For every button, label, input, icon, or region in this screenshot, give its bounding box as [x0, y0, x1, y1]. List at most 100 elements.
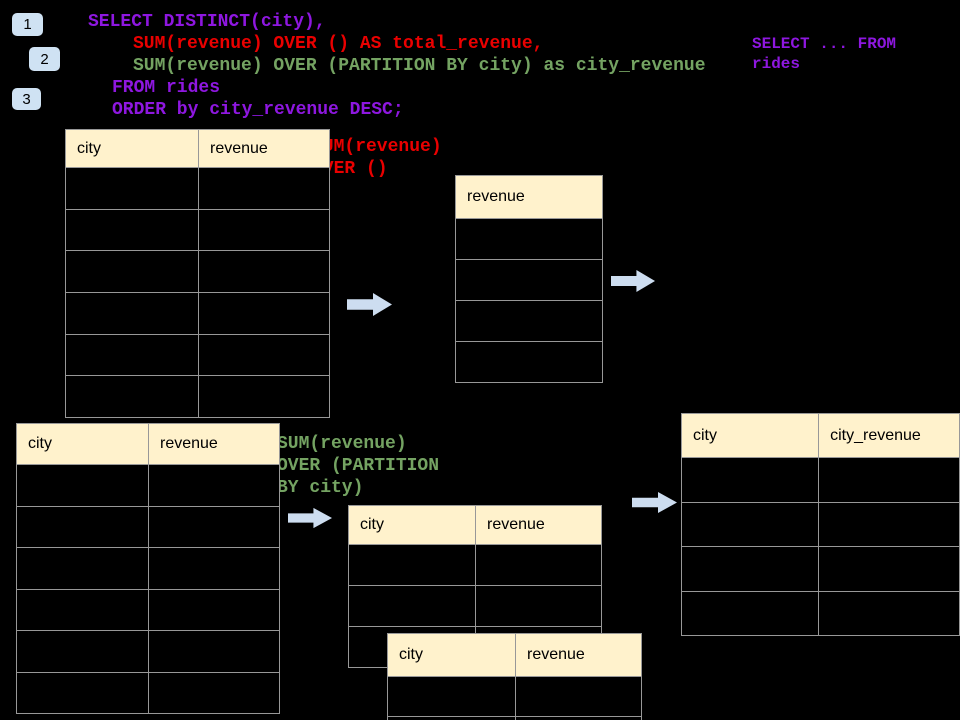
- table-header-row: revenue: [455, 175, 603, 219]
- empty-cell: [680, 501, 820, 547]
- sql-code-line-select: SELECT DISTINCT(city),: [88, 12, 326, 32]
- step-badge-1: 1: [12, 13, 43, 36]
- empty-cell: [475, 585, 602, 627]
- empty-cell: [65, 167, 199, 210]
- column-header: revenue: [475, 505, 602, 545]
- table-row: [455, 341, 603, 383]
- column-header: city: [16, 423, 149, 465]
- table-row: [65, 375, 330, 419]
- flow-arrow-3-icon: [288, 507, 333, 529]
- empty-cell: [198, 333, 330, 377]
- sql-code-line-partition: SUM(revenue) OVER (PARTITION BY city) as…: [133, 56, 706, 76]
- column-header: revenue: [515, 633, 642, 677]
- empty-cell: [387, 716, 516, 720]
- empty-cell: [515, 676, 642, 717]
- table-row: [16, 505, 280, 548]
- from-rides-note: SELECT ... FROM rides: [752, 35, 897, 73]
- column-header: revenue: [148, 423, 280, 465]
- table-row: [65, 292, 330, 335]
- table-row: [65, 250, 330, 294]
- sql-code-line-order-by: ORDER by city_revenue DESC;: [112, 100, 404, 120]
- empty-cell: [16, 464, 149, 507]
- empty-cell: [475, 544, 602, 586]
- table-row: [680, 457, 960, 503]
- step-badge-2: 2: [29, 47, 60, 71]
- empty-cell: [65, 292, 199, 335]
- empty-cell: [515, 716, 642, 720]
- empty-cell: [148, 464, 280, 507]
- empty-cell: [198, 375, 330, 419]
- step-badge-3: 3: [12, 88, 41, 110]
- sql-code-line-total-revenue: SUM(revenue) OVER () AS total_revenue,: [133, 34, 544, 54]
- table-row: [65, 208, 330, 252]
- empty-cell: [455, 259, 603, 301]
- empty-cell: [455, 218, 603, 260]
- table-row: [348, 585, 602, 627]
- table-row: [455, 300, 603, 342]
- empty-cell: [148, 671, 280, 714]
- sql-code-line-from: FROM rides: [112, 78, 221, 98]
- table-row: [455, 218, 603, 260]
- column-header: city: [65, 129, 199, 168]
- flow-arrow-1-icon: [347, 293, 392, 316]
- empty-cell: [818, 457, 960, 503]
- empty-cell: [348, 544, 476, 586]
- empty-cell: [680, 546, 820, 592]
- total-revenue-label: SUM(revenue) OVER (): [312, 137, 442, 179]
- table-row: [16, 588, 280, 631]
- empty-cell: [16, 588, 149, 631]
- table-total-revenue-result: revenue: [455, 175, 603, 383]
- table-row: [16, 464, 280, 507]
- column-header: city_revenue: [818, 413, 960, 458]
- empty-cell: [198, 167, 330, 210]
- empty-cell: [198, 208, 330, 252]
- table-row: [387, 676, 642, 717]
- table-row: [16, 630, 280, 673]
- empty-cell: [455, 300, 603, 342]
- empty-cell: [348, 585, 476, 627]
- empty-cell: [818, 501, 960, 547]
- empty-cell: [148, 547, 280, 590]
- empty-cell: [198, 292, 330, 335]
- empty-cell: [680, 457, 820, 503]
- empty-cell: [65, 375, 199, 419]
- empty-cell: [818, 590, 960, 636]
- empty-cell: [16, 630, 149, 673]
- flow-arrow-2-icon: [611, 270, 656, 292]
- empty-cell: [148, 505, 280, 548]
- column-header: city: [348, 505, 476, 545]
- empty-cell: [16, 671, 149, 714]
- table-row: [680, 501, 960, 547]
- empty-cell: [65, 333, 199, 377]
- partition-by-label: SUM(revenue) OVER (PARTITION BY city): [277, 434, 440, 498]
- flow-arrow-4-icon: [632, 491, 677, 514]
- column-header: city: [680, 413, 820, 458]
- column-header: city: [387, 633, 516, 677]
- column-header: revenue: [455, 175, 603, 219]
- empty-cell: [65, 208, 199, 252]
- table-row: [680, 546, 960, 592]
- column-header: revenue: [198, 129, 330, 168]
- table-row: [16, 671, 280, 714]
- empty-cell: [387, 676, 516, 717]
- table-row: [680, 590, 960, 636]
- table-row: [65, 333, 330, 377]
- table-row: [348, 544, 602, 586]
- empty-cell: [65, 250, 199, 294]
- empty-cell: [818, 546, 960, 592]
- empty-cell: [148, 588, 280, 631]
- table-row: [387, 716, 642, 720]
- empty-cell: [16, 505, 149, 548]
- table-row: [16, 547, 280, 590]
- table-row: [65, 167, 330, 210]
- empty-cell: [16, 547, 149, 590]
- empty-cell: [198, 250, 330, 294]
